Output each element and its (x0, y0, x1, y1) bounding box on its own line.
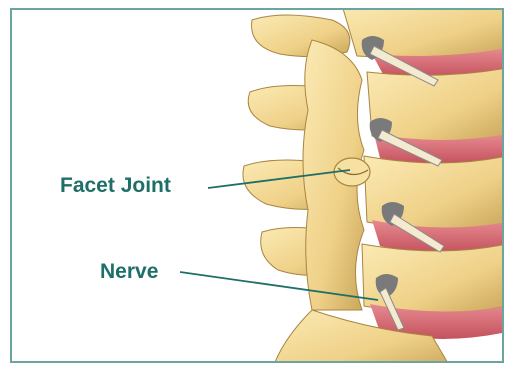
nerve-label: Nerve (100, 260, 158, 284)
diagram-frame: Facet Joint Nerve (10, 8, 504, 363)
facet-joint-label: Facet Joint (60, 174, 171, 198)
